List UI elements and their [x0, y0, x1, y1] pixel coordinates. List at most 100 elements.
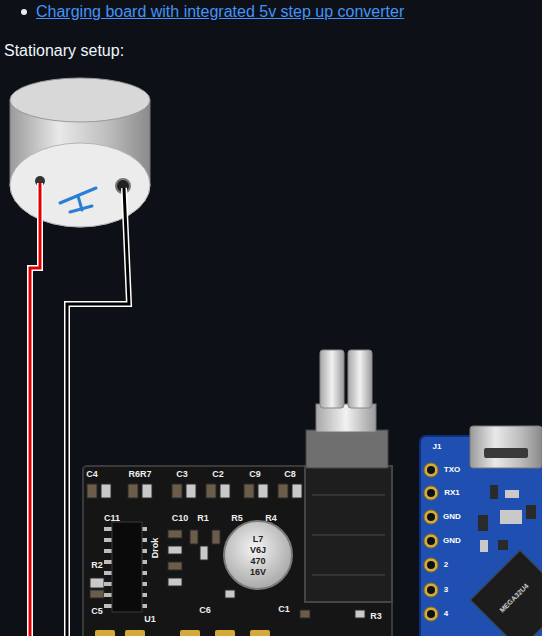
pin-hole [427, 537, 435, 545]
smd-component [220, 484, 230, 498]
silkscreen-label: J1 [433, 443, 442, 451]
silkscreen-label: Drok [151, 538, 160, 559]
pin-hole [427, 561, 435, 569]
ic-pin [142, 582, 147, 586]
smd-component [168, 530, 182, 538]
smd-component [142, 484, 152, 498]
pin-hole [424, 607, 438, 621]
pin-hole [427, 489, 435, 497]
solder-pad [215, 630, 235, 636]
smd-component [480, 540, 488, 552]
ic-pin [104, 538, 112, 542]
pin-hole [427, 586, 435, 594]
smd-component [500, 510, 522, 524]
smd-component [498, 540, 508, 550]
ic-pin [142, 604, 147, 608]
silkscreen-label: C3 [176, 470, 188, 479]
silkscreen-label: C11 [104, 514, 120, 523]
ic-pin [142, 538, 147, 542]
smd-component [101, 484, 111, 498]
ic-pin [142, 571, 147, 575]
ic-pin [104, 527, 112, 531]
smd-component [168, 562, 182, 570]
pin-hole [427, 513, 435, 521]
silkscreen-label: R2 [91, 561, 103, 570]
silkscreen-label: C1 [278, 605, 290, 614]
section-label: Stationary setup: [4, 41, 124, 61]
silkscreen-label: V6J [250, 546, 266, 555]
solder-pad [95, 630, 115, 636]
ic-pin [142, 593, 147, 597]
smd-component [300, 610, 310, 618]
ic-pin [104, 560, 112, 564]
pin-hole [424, 510, 438, 524]
pin-hole [424, 558, 438, 572]
link-text: Charging board with integrated 5v step u… [36, 2, 404, 22]
smd-component [190, 530, 198, 544]
ic-pin [142, 549, 147, 553]
silkscreen-label: TXO [444, 466, 460, 474]
smd-component [87, 484, 97, 498]
smd-component [90, 578, 104, 588]
silkscreen-label: 470 [250, 557, 265, 566]
solder-pad [180, 630, 200, 636]
smd-component [490, 485, 498, 499]
ic-pin [104, 549, 112, 553]
amplifier-board: C4R6R7C3C2C9C8C11C10R1R5R4DrokL7V6J47016… [83, 466, 392, 636]
ic-pin [104, 582, 112, 586]
silkscreen-label: MEGA32U4 [498, 582, 530, 614]
smd-component [355, 610, 365, 618]
ic-pin [142, 560, 147, 564]
silkscreen-label: C4 [86, 470, 98, 479]
smd-component [90, 590, 104, 598]
smd-component [505, 490, 519, 498]
silkscreen-label: C9 [249, 470, 261, 479]
smd-component [168, 578, 182, 586]
smd-component [526, 505, 536, 519]
silkscreen-label: 2 [444, 561, 448, 569]
list-bullet [21, 9, 27, 15]
smd-component [244, 484, 254, 498]
silkscreen-label: 16V [250, 568, 266, 577]
smd-component [168, 546, 182, 554]
silkscreen-label: GND [443, 513, 461, 521]
pin-hole [424, 583, 438, 597]
silkscreen-label: C10 [172, 514, 189, 523]
smd-component [258, 484, 268, 498]
smd-component [206, 484, 216, 498]
pin-hole [424, 534, 438, 548]
silkscreen-label: U1 [144, 615, 156, 624]
amplifier-board [83, 350, 392, 636]
pin-hole [424, 463, 438, 477]
silkscreen-label: RX1 [444, 489, 460, 497]
silkscreen-label: 3 [444, 586, 448, 594]
smd-component [292, 484, 302, 498]
silkscreen-label: R3 [370, 612, 382, 621]
smd-component [200, 546, 208, 560]
silkscreen-label: R4 [265, 514, 277, 523]
silkscreen-label: GND [443, 537, 461, 545]
silkscreen-label: 4 [444, 610, 448, 618]
ic-pin [104, 604, 112, 608]
pro-micro-board: J1TXO RX1GND GND 2 3 4 MEGA32U4 [420, 436, 542, 636]
silkscreen-label: C5 [91, 607, 103, 616]
smd-component [278, 484, 288, 498]
silkscreen-label: C8 [284, 470, 296, 479]
pin-hole [427, 466, 435, 474]
smd-component [172, 484, 182, 498]
smd-component [186, 484, 196, 498]
silkscreen-label: L7 [253, 535, 264, 544]
silkscreen-label: R6R7 [128, 470, 151, 479]
solder-pad [125, 630, 145, 636]
ic-pin [104, 571, 112, 575]
smd-component [128, 484, 138, 498]
silkscreen-label: R5 [231, 514, 243, 523]
silkscreen-label: C6 [199, 606, 211, 615]
pin-hole [424, 486, 438, 500]
silkscreen-label: R1 [197, 514, 209, 523]
ultrasonic-sensor [10, 78, 150, 227]
ic-pin [142, 527, 147, 531]
smd-component [478, 515, 488, 531]
pin-hole [427, 610, 435, 618]
ic-pin [104, 593, 112, 597]
